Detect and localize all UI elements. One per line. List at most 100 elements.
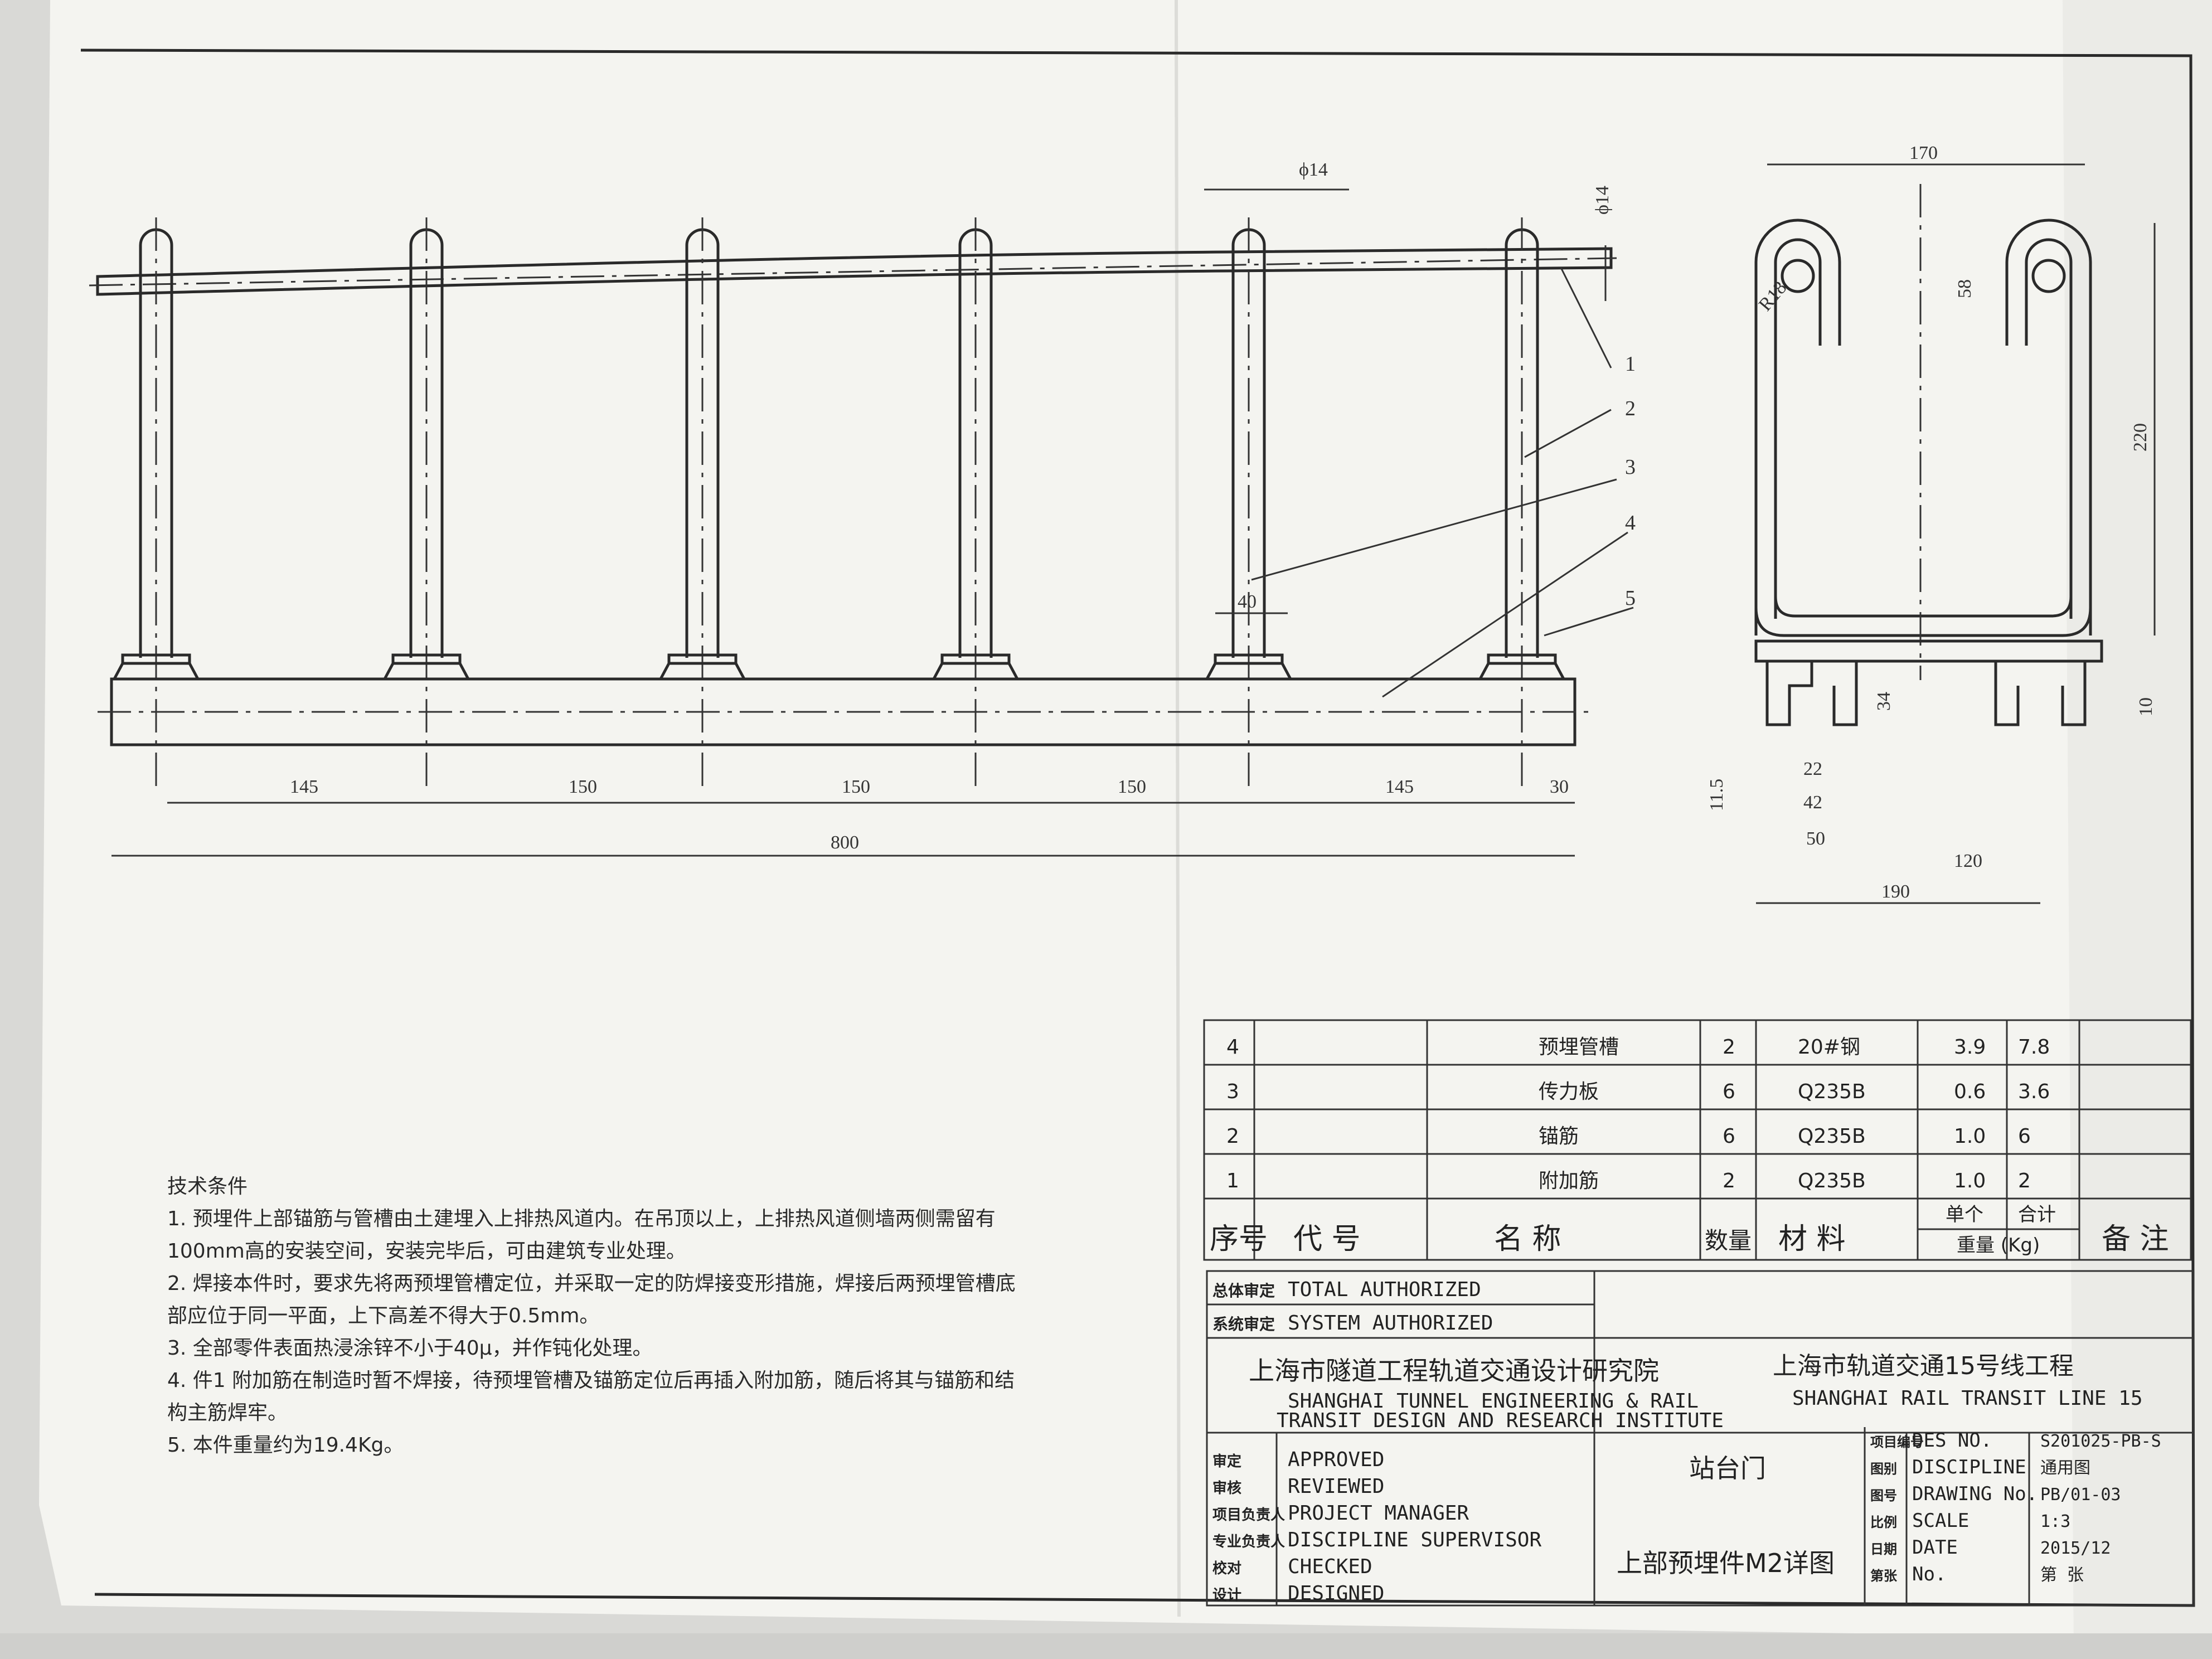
bom-no: 4	[1226, 1036, 1239, 1059]
bom-qty: 2	[1723, 1170, 1735, 1192]
tb-meta-en: DRAWING No.	[1912, 1483, 2038, 1505]
bom-material: Q235B	[1798, 1125, 1866, 1148]
tb-role-en: DESIGNED	[1288, 1582, 1384, 1605]
bom-unit: 3.9	[1954, 1036, 1986, 1059]
hook-eye-right	[2031, 259, 2066, 293]
tb-meta-en: SCALE	[1912, 1510, 1969, 1532]
bom-unit: 0.6	[1954, 1080, 1986, 1103]
tb-role-cn: 审核	[1212, 1479, 1241, 1497]
bom-h-material: 材 料	[1778, 1223, 1846, 1256]
bom-no: 1	[1226, 1170, 1239, 1192]
left-hook-bar	[1754, 219, 1841, 636]
paper-sheet	[39, 0, 2212, 1639]
bom-unit: 1.0	[1954, 1125, 1986, 1148]
bom-h-name: 名 称	[1494, 1223, 1561, 1256]
note-line: 部应位于同一平面，上下高差不得大于0.5mm。	[167, 1304, 600, 1327]
dim-inner: 42	[1803, 792, 1822, 813]
leader-line-4	[1382, 531, 1628, 698]
table-surface	[0, 1633, 2212, 1659]
tb-total-cn: 总体审定	[1212, 1282, 1275, 1300]
tb-role-en: APPROVED	[1288, 1448, 1384, 1471]
leader-label-5: 5	[1625, 586, 1636, 610]
dim-slot: 22	[1803, 759, 1822, 779]
bar-bottom-bend	[1754, 607, 2092, 637]
tb-total-en: TOTAL AUTHORIZED	[1288, 1278, 1481, 1301]
note-line: 构主筋焊牢。	[167, 1401, 288, 1424]
leader-line-2	[1524, 409, 1612, 458]
tb-meta-cn: 图别	[1870, 1461, 1897, 1477]
note-line: 4. 件1 附加筋在制造时暂不焊接，待预埋管槽及锚筋定位后再插入附加筋，随后将其…	[167, 1369, 1015, 1392]
hook-eye-left	[1781, 259, 1815, 293]
channel-left	[1765, 661, 1813, 726]
leader-line-5	[1544, 607, 1634, 637]
bom-name: 预埋管槽	[1539, 1036, 1619, 1059]
tb-meta-cn: 比例	[1870, 1515, 1897, 1530]
drawing-border	[80, 48, 2195, 1607]
bom-h-unit: 单个	[1946, 1204, 1983, 1226]
bom-material: Q235B	[1798, 1080, 1866, 1103]
force-plate	[658, 653, 747, 681]
tb-system-en: SYSTEM AUTHORIZED	[1288, 1312, 1493, 1335]
bom-no: 3	[1226, 1080, 1239, 1103]
bar-bottom-bend-inner	[1774, 596, 2073, 618]
bom-total: 6	[2018, 1125, 2031, 1148]
right-hook-bar	[2005, 219, 2092, 636]
top-bar-centerline	[89, 257, 1617, 287]
dim-height: 220	[2130, 423, 2151, 452]
notes-title: 技术条件	[167, 1175, 248, 1198]
tb-meta-en: DES NO.	[1912, 1429, 1992, 1452]
tb-role-cn: 设计	[1212, 1587, 1241, 1604]
tb-meta-cn: 日期	[1870, 1541, 1897, 1557]
bom-total: 7.8	[2018, 1036, 2050, 1059]
bom-name: 传力板	[1539, 1080, 1599, 1103]
tb-institute-en1: SHANGHAI TUNNEL ENGINEERING & RAIL	[1288, 1390, 1699, 1413]
dim-total: 800	[831, 832, 859, 853]
note-line: 2. 焊接本件时，要求先将两预埋管槽定位，并采取一定的防焊接变形措施，焊接后两预…	[167, 1272, 1016, 1295]
dim-plate-t: 10	[2136, 697, 2156, 716]
tb-role-cn: 项目负责人	[1212, 1507, 1285, 1524]
dim-spacing: 150	[1118, 777, 1146, 797]
bom-material: Q235B	[1798, 1170, 1866, 1192]
tb-role-en: REVIEWED	[1288, 1475, 1384, 1498]
right-hook-bar-inner	[2025, 238, 2073, 619]
bom-name: 附加筋	[1539, 1170, 1599, 1192]
bom-qty: 6	[1723, 1125, 1735, 1148]
force-plate	[1477, 653, 1566, 681]
force-plate	[382, 653, 471, 681]
bom-h-qty: 数量	[1705, 1227, 1752, 1254]
bom-unit: 1.0	[1954, 1170, 1986, 1192]
dim-spacing: 145	[1385, 777, 1414, 797]
anchor-bars	[111, 217, 1566, 792]
tb-role-en: CHECKED	[1288, 1555, 1372, 1578]
tb-meta-value: S201025-PB-S	[2040, 1432, 2161, 1451]
bom-frame	[1203, 1019, 2192, 1261]
dim-spacing: 30	[1550, 777, 1569, 797]
leader-label-2: 2	[1625, 397, 1636, 420]
tb-meta-value: 通用图	[2040, 1458, 2090, 1478]
tb-role-en: DISCIPLINE SUPERVISOR	[1288, 1529, 1541, 1551]
force-plate	[111, 653, 201, 681]
tb-meta-value: 1:3	[2040, 1512, 2070, 1531]
dim-hook: 58	[1954, 279, 1975, 298]
dim-ch-w: 50	[1806, 828, 1825, 849]
force-plate-section	[1754, 639, 2103, 663]
bom-name: 锚筋	[1539, 1125, 1579, 1148]
tb-project-en: SHANGHAI RAIL TRANSIT LINE 15	[1792, 1387, 2143, 1410]
leader-line-3	[1251, 478, 1617, 581]
tb-system-cn: 系统审定	[1212, 1315, 1275, 1333]
force-plate	[931, 653, 1020, 681]
bom-h-code: 代 号	[1293, 1223, 1361, 1256]
tb-role-cn: 审定	[1212, 1453, 1241, 1470]
leader-label-1: 1	[1625, 352, 1636, 376]
bom-qty: 2	[1723, 1036, 1735, 1059]
tb-drawing-title: 上部预埋件M2详图	[1617, 1548, 1835, 1578]
dim-gap: 11.5	[1706, 779, 1727, 811]
bom-h-remark: 备 注	[2102, 1223, 2169, 1256]
